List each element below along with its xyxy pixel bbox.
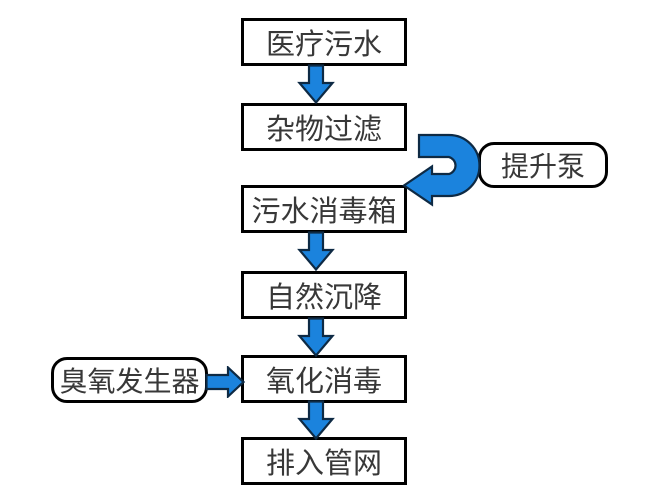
arrow-right-icon	[205, 366, 245, 398]
node-debris-filter: 杂物过滤	[241, 103, 407, 151]
node-medical-sewage: 医疗污水	[241, 18, 407, 66]
node-disinfection-tank: 污水消毒箱	[241, 185, 407, 233]
arrow-down-icon	[297, 64, 335, 104]
arrow-down-icon	[297, 400, 335, 440]
node-ozone-generator: 臭氧发生器	[51, 357, 208, 403]
node-natural-settling: 自然沉降	[241, 271, 407, 319]
node-lift-pump: 提升泵	[478, 142, 608, 188]
arrow-uturn-icon	[402, 133, 481, 207]
arrow-down-icon	[297, 231, 335, 271]
node-oxidation-disinfect: 氧化消毒	[241, 355, 407, 403]
arrow-down-icon	[297, 317, 335, 357]
node-discharge-network: 排入管网	[241, 437, 407, 485]
